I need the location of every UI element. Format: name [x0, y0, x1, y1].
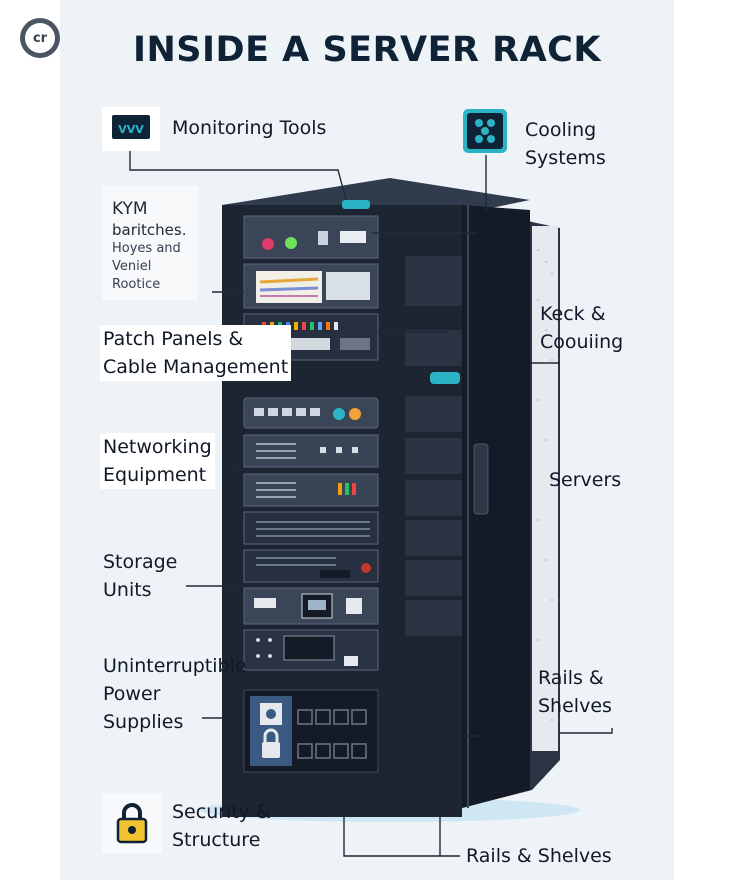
- label-ups: Uninterruptible Power Supplies: [103, 655, 247, 733]
- label-rails-shelves-right: Rails & Shelves: [538, 667, 612, 717]
- label-kvm-switches: KYM baritches. Hoyes and Veniel Rootice: [102, 186, 198, 300]
- label-rails-shelves-bottom: Rails & Shelves: [466, 845, 612, 867]
- watermark-logo: cr: [20, 18, 60, 58]
- padlock-icon: [102, 793, 162, 853]
- logo-text: cr: [25, 23, 55, 53]
- label-networking-equipment: Networking Equipment: [100, 433, 215, 489]
- interior-vents: [405, 256, 462, 636]
- monitor-icon: VVV: [102, 107, 160, 151]
- connector-lines: [129, 140, 613, 857]
- page-title: INSIDE A SERVER RACK: [132, 30, 601, 70]
- label-cooling-systems: Cooling Systems: [525, 119, 606, 169]
- door-handle: [473, 443, 489, 515]
- rack-door: [462, 205, 530, 808]
- label-monitoring-tools: Monitoring Tools: [172, 117, 327, 139]
- label-patch-panels: Patch Panels & Cable Management: [100, 325, 292, 381]
- fan-icon: [462, 108, 508, 154]
- side-mesh-panel: [532, 226, 558, 751]
- side-mesh-dots: [536, 248, 554, 722]
- label-storage-units: Storage Units: [103, 551, 178, 601]
- status-light: [430, 372, 460, 384]
- label-servers: Servers: [549, 469, 622, 491]
- svg-text:VVV: VVV: [118, 123, 144, 136]
- label-security-structure: Security & Structure: [172, 801, 271, 851]
- top-status-light: [342, 200, 370, 209]
- label-keck-cooling: Keck & Coouiing: [540, 303, 624, 353]
